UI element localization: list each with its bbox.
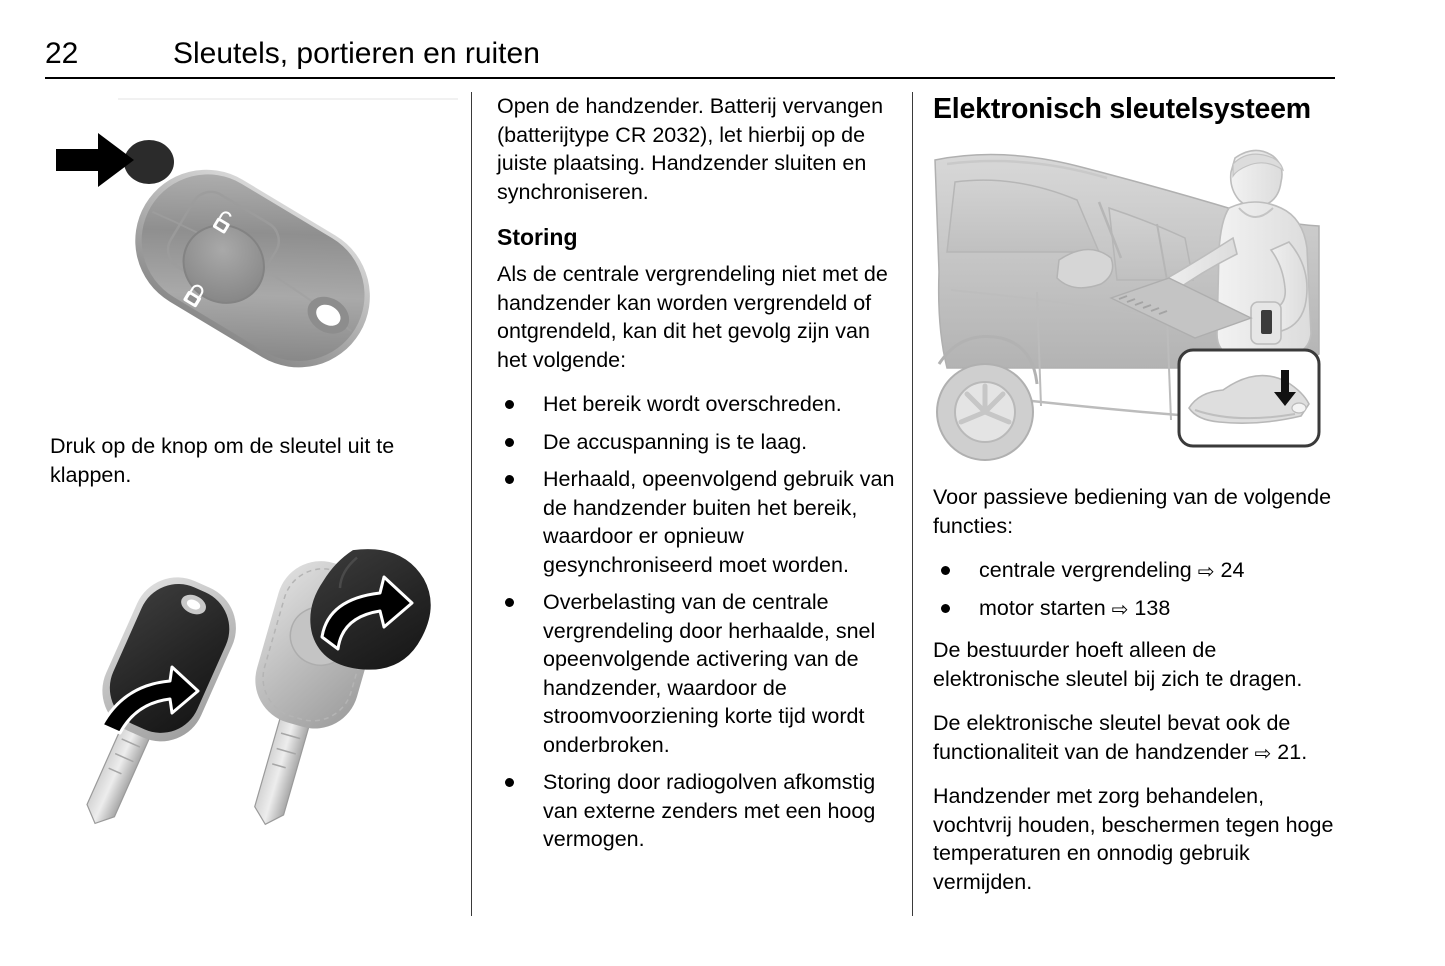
list-item: Storing door radiogolven afkomstig van e…	[497, 768, 897, 854]
lock-symbol	[183, 284, 204, 308]
driver-paragraph: De bestuurder hoeft alleen de elektronis…	[933, 638, 1303, 691]
curved-arrow-left-icon	[100, 665, 200, 735]
car-and-driver-illustration	[934, 149, 1321, 461]
left-column: Druk op de knop om de sleutel uit te kla…	[50, 92, 458, 845]
right-column: Elektronisch sleutelsysteem	[933, 92, 1335, 912]
storing-bullet-list: Het bereik wordt overschreden. De accusp…	[497, 390, 897, 854]
page-reference-number: 138	[1134, 595, 1171, 620]
key-fob-illustration	[56, 133, 370, 368]
bullet-dot-icon	[505, 437, 514, 447]
bullet-dot-icon	[505, 778, 514, 787]
bullet-dot-icon	[505, 475, 514, 484]
passive-functions-list: centrale vergrendeling ⇨ 24 motor starte…	[933, 556, 1335, 622]
handling-paragraph: Handzender met zorg behandelen, vochtvri…	[933, 784, 1334, 894]
electronic-key-paragraph: De elektronische sleutel bevat ook de fu…	[933, 709, 1335, 766]
key-fob-cover-removal-figure	[50, 525, 450, 845]
section-heading-elektronisch-sleutelsysteem: Elektronisch sleutelsysteem	[933, 93, 1311, 125]
electronic-key-system-figure	[933, 142, 1325, 467]
bullet-dot-icon	[941, 566, 950, 575]
passive-operation-intro: Voor passieve bediening van de volgende …	[933, 485, 1332, 538]
page-reference-arrow-icon: ⇨	[1197, 561, 1215, 583]
list-item: Het bereik wordt overschreden.	[497, 390, 897, 419]
header-divider-rule	[45, 77, 1335, 79]
key-fob-caption: Druk op de knop om de sleutel uit te kla…	[50, 434, 395, 487]
bullet-dot-icon	[505, 400, 514, 409]
bullet-dot-icon	[505, 598, 514, 607]
list-item: Herhaald, opeenvolgend gebruik van de ha…	[497, 465, 897, 579]
middle-column: Open de handzender. Batterij vervangen (…	[497, 92, 897, 868]
list-item-label: centrale vergrendeling	[979, 558, 1192, 582]
list-item-label: Storing door radiogolven afkomstig van e…	[543, 770, 876, 851]
page-reference-number: 24	[1220, 558, 1245, 582]
figure-top-hairline	[118, 98, 458, 100]
list-item-label: motor starten	[979, 595, 1106, 620]
list-item-label: Herhaald, opeenvolgend gebruik van de ha…	[543, 467, 895, 577]
bullet-dot-icon	[941, 603, 950, 613]
section-heading-storing: Storing	[497, 224, 578, 250]
list-item-label: De accuspanning is te laag.	[543, 429, 808, 454]
list-item-label: Het bereik wordt overschreden.	[543, 392, 842, 416]
page-title: Sleutels, portieren en ruiten	[173, 37, 540, 70]
page-reference-arrow-icon: ⇨	[1254, 742, 1272, 765]
page-reference-arrow-icon: ⇨	[1111, 598, 1129, 621]
intro-paragraph: Open de handzender. Batterij vervangen (…	[497, 94, 884, 204]
column-divider-right	[912, 92, 913, 916]
sensor-arrow-icon	[1274, 370, 1296, 406]
key-fob-pair-illustration	[86, 549, 431, 826]
curved-arrow-right-icon	[320, 575, 414, 651]
door-handle-detail-inset	[1177, 348, 1321, 448]
storing-paragraph: Als de centrale vergrendeling niet met d…	[497, 262, 888, 372]
list-item: Overbelasting van de centrale vergrendel…	[497, 588, 897, 759]
page-reference-number: 21.	[1277, 739, 1308, 764]
list-item: motor starten ⇨ 138	[933, 594, 1335, 623]
page-number: 22	[45, 37, 79, 70]
unlock-symbol	[212, 211, 232, 234]
column-divider-left	[471, 92, 472, 916]
list-item: De accuspanning is te laag.	[497, 428, 897, 457]
electronic-key-text: De elektronische sleutel bevat ook de fu…	[933, 711, 1291, 764]
page-header: 22 Sleutels, portieren en ruiten	[45, 36, 1335, 80]
list-item-label: Overbelasting van de centrale vergrendel…	[543, 590, 876, 757]
signal-beam	[1109, 277, 1253, 339]
key-fob-release-button-figure	[50, 92, 458, 422]
list-item: centrale vergrendeling ⇨ 24	[933, 556, 1335, 585]
release-button	[124, 140, 174, 184]
pointer-arrow-icon	[56, 133, 134, 187]
